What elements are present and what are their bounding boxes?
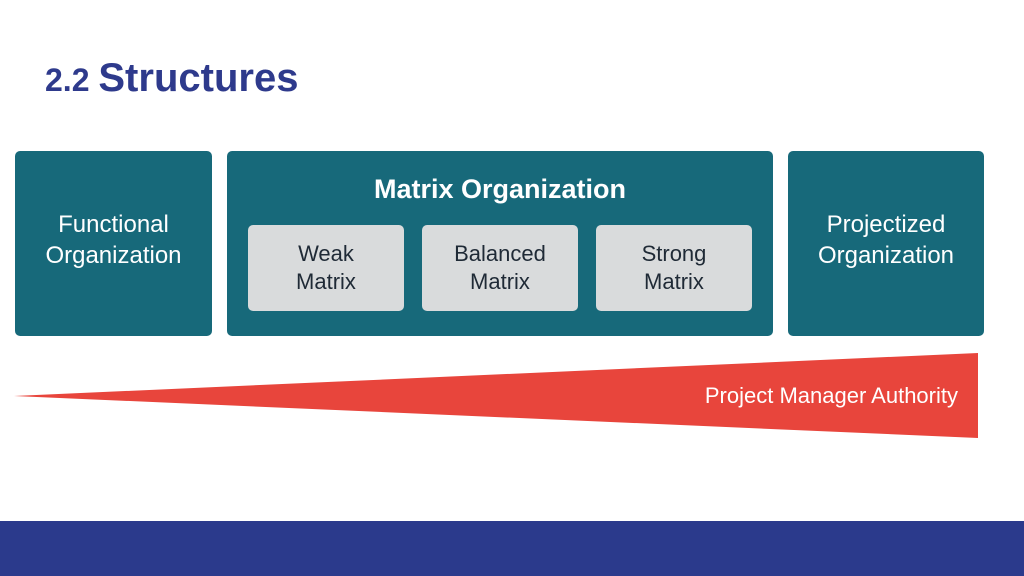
- functional-organization-label: Functional Organization: [45, 211, 182, 269]
- slide-title: 2.2 Structures: [45, 58, 298, 98]
- balanced-matrix-box: Balanced Matrix: [422, 225, 578, 311]
- authority-wedge: [14, 353, 978, 438]
- projectized-organization-panel: Projectized Organization: [788, 151, 984, 336]
- matrix-organization-title: Matrix Organization: [373, 174, 627, 204]
- projectized-organization-label: Projectized Organization: [817, 211, 955, 269]
- functional-organization-panel: Functional Organization: [15, 151, 212, 336]
- project-manager-authority-label: Project Manager Authority: [704, 383, 958, 408]
- authority-wedge-shape: [14, 353, 978, 438]
- strong-matrix-box: Strong Matrix: [596, 225, 752, 311]
- section-number: 2.2: [45, 62, 90, 98]
- section-title: Structures: [98, 56, 299, 100]
- weak-matrix-box: Weak Matrix: [248, 225, 404, 311]
- matrix-organization-panel: Matrix Organization Weak Matrix Balanced…: [227, 151, 773, 336]
- footer-bar: [0, 521, 1024, 576]
